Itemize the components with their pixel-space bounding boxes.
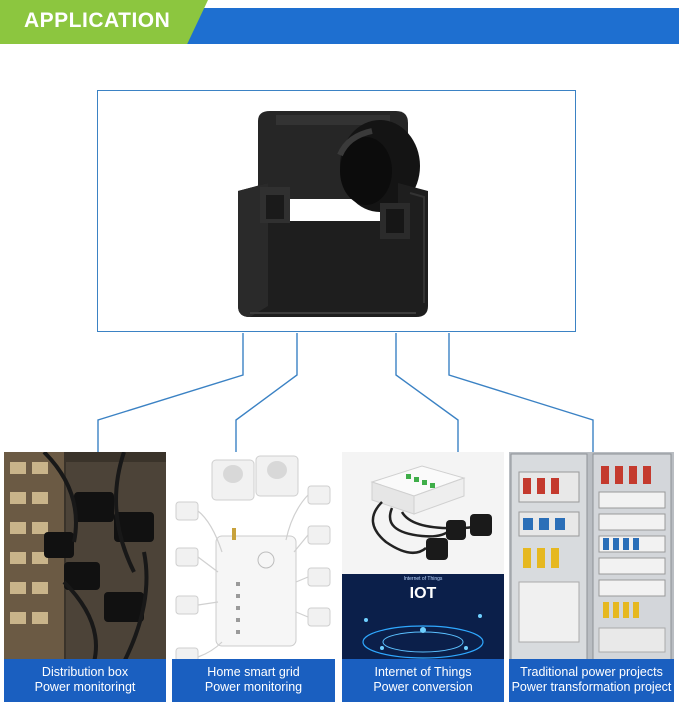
- application-panel-home-smart-grid: Home smart grid Power monitoring: [172, 452, 335, 702]
- product-image-frame: [97, 90, 576, 332]
- panel-label-line1: Traditional power projects: [520, 665, 663, 679]
- panel-label-internet-of-things: Internet of Things Power conversion: [342, 659, 504, 702]
- panel-label-line2: Power conversion: [373, 680, 473, 694]
- banner-title: APPLICATION: [24, 9, 171, 32]
- iot-image: Internet of Things IOT: [342, 452, 504, 660]
- connector-line-4: [448, 333, 594, 452]
- panel-label-distribution-box: Distribution box Power monitoringt: [4, 659, 166, 702]
- application-panel-distribution-box: Distribution box Power monitoringt: [4, 452, 166, 702]
- panel-label-home-smart-grid: Home smart grid Power monitoring: [172, 659, 335, 702]
- current-transformer-image: [238, 111, 428, 317]
- application-panel-traditional-power: Traditional power projects Power transfo…: [509, 452, 674, 702]
- panel-label-line2: Power monitoring: [204, 680, 303, 694]
- application-panel-internet-of-things: Internet of Things IOT Internet of Thing…: [342, 452, 504, 702]
- panel-label-line2: Power monitoringt: [34, 680, 136, 694]
- panel-label-line1: Home smart grid: [207, 665, 300, 679]
- panel-label-traditional-power: Traditional power projects Power transfo…: [509, 659, 674, 702]
- banner-green-tab: [0, 0, 208, 44]
- header-banner: APPLICATION: [0, 0, 679, 44]
- iot-overlay-small-text: Internet of Things: [404, 576, 443, 582]
- panel-label-line1: Internet of Things: [374, 665, 472, 679]
- iot-overlay-text: IOT: [410, 585, 437, 602]
- panel-label-line1: Distribution box: [41, 665, 129, 679]
- connector-line-2: [235, 333, 298, 452]
- panel-label-line2: Power transformation project: [511, 680, 672, 694]
- connector-line-3: [395, 333, 459, 452]
- connector-line-1: [97, 333, 244, 452]
